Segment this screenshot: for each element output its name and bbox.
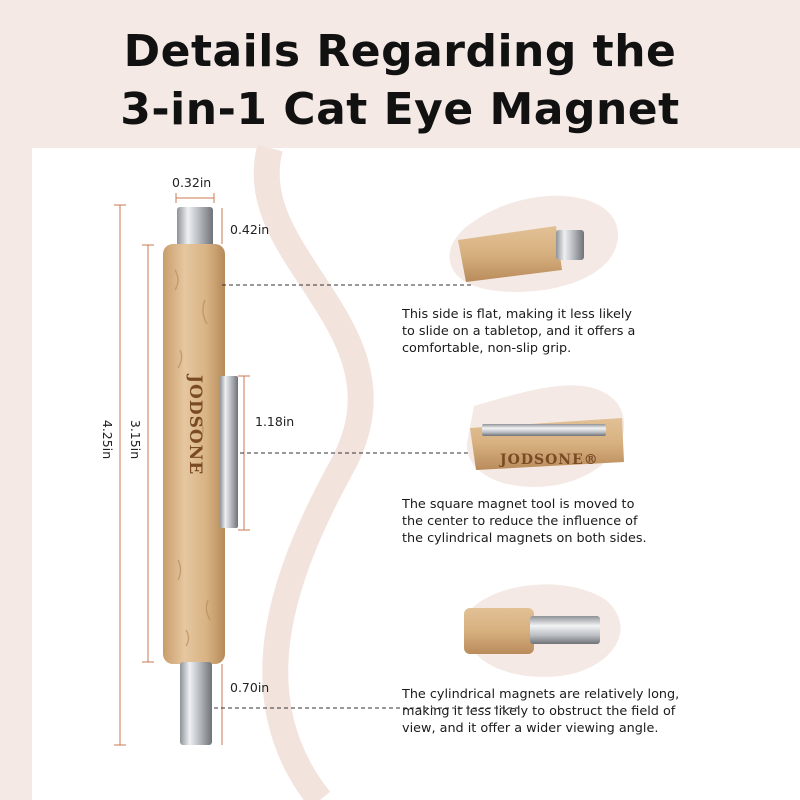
dim-width-top: 0.32in (172, 175, 212, 190)
detail-text-line: The square magnet tool is moved to (402, 497, 635, 512)
detail-text-line: to slide on a tabletop, and it offers a (402, 324, 636, 339)
detail-image-cylinder-magnet (464, 584, 621, 677)
detail-text-line: comfortable, non-slip grip. (402, 341, 572, 356)
detail-image-square-magnet: JODSONE® (466, 385, 625, 487)
detail-text-1: This side is flat, making it less likely… (402, 306, 732, 357)
detail-text-line: This side is flat, making it less likely (402, 307, 632, 322)
dim-square-magnet: 1.18in (255, 414, 295, 429)
bottom-cylinder-magnet (180, 662, 212, 745)
page-title-line2: 3-in-1 Cat Eye Magnet (120, 84, 680, 135)
dim-total-length: 4.25in (100, 419, 116, 460)
square-magnet (220, 376, 238, 528)
dimension-lines (114, 193, 250, 746)
detail-text-line: the center to reduce the influence of (402, 514, 638, 529)
brand-engraving-detail: JODSONE® (498, 452, 599, 468)
top-cylinder-magnet (177, 207, 213, 247)
detail-text-line: making it less likely to obstruct the fi… (402, 704, 676, 719)
detail-text-2: The square magnet tool is moved to the c… (402, 496, 732, 547)
brand-engraving: JODSONE (185, 373, 205, 475)
wooden-handle (163, 244, 225, 664)
detail-text-line: view, and it offer a wider viewing angle… (402, 721, 659, 736)
content-panel (32, 148, 800, 800)
dim-top-magnet: 0.42in (230, 222, 270, 237)
detail-image-flat-side (449, 195, 619, 292)
detail-text-line: The cylindrical magnets are relatively l… (402, 687, 680, 702)
dim-bottom-magnet: 0.70in (230, 680, 270, 695)
wood-grain (174, 269, 211, 647)
detail-text-line: the cylindrical magnets on both sides. (402, 531, 647, 546)
page-title-line1: Details Regarding the (123, 26, 677, 77)
detail-text-3: The cylindrical magnets are relatively l… (402, 686, 732, 737)
decorative-curve (253, 144, 374, 800)
dim-body-length: 3.15in (128, 419, 144, 460)
